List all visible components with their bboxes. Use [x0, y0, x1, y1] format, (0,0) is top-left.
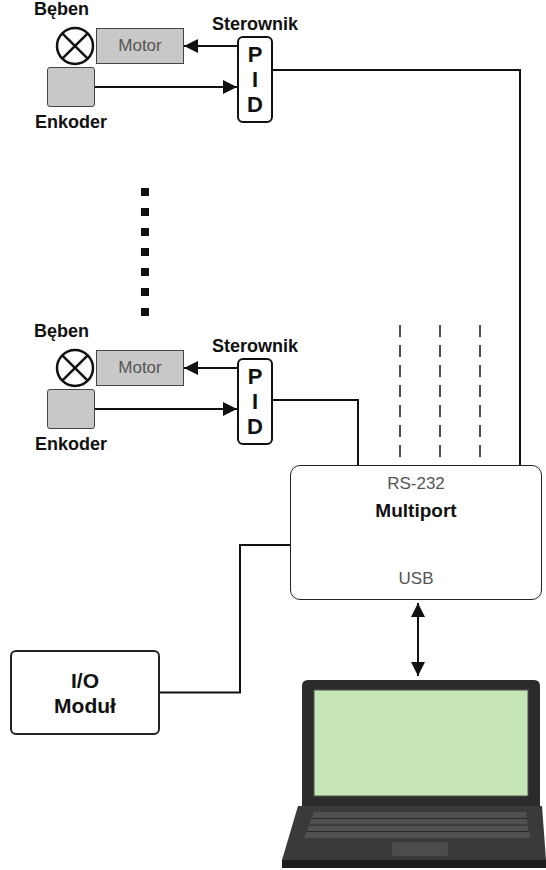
dashed-ports [400, 325, 480, 463]
connector-line [273, 70, 520, 465]
controller-heading: Sterownik [212, 336, 298, 357]
connector-line [184, 367, 237, 369]
encoder-label: Enkoder [35, 434, 107, 455]
drum-outline [55, 348, 95, 388]
connector-line [273, 400, 358, 465]
connector-line [95, 86, 237, 88]
port-label: RS-232 [387, 474, 445, 494]
drum-cross [62, 355, 87, 380]
connector-line [95, 408, 237, 410]
encoder-box: Enkoder [47, 389, 95, 429]
motor-box: Motor [96, 350, 184, 386]
port-label: USB [399, 569, 434, 589]
encoder-label: Enkoder [35, 112, 107, 133]
io-module-label: I/O Moduł [50, 668, 120, 718]
encoder-box: Enkoder [47, 67, 95, 107]
multiport-box: RS-232MultiportUSB [290, 465, 542, 600]
drum-outline [55, 26, 95, 66]
pid-letters: P I D [244, 364, 266, 439]
drum-cross [62, 33, 87, 58]
laptop-illustration [282, 680, 546, 868]
drum-cross [62, 33, 87, 58]
drum-cross [62, 355, 87, 380]
motor-label: Motor [118, 36, 161, 56]
motor-label: Motor [118, 358, 161, 378]
ellipsis-dots [141, 188, 149, 316]
pid-controller: SterownikP I D [237, 358, 273, 445]
pid-letters: P I D [244, 42, 266, 117]
drum-symbol: Bęben [55, 348, 95, 388]
controller-heading: Sterownik [212, 14, 298, 35]
drum-circle [57, 28, 93, 64]
drum-label: Bęben [34, 0, 89, 20]
pid-controller: SterownikP I D [237, 36, 273, 123]
motor-box: Motor [96, 28, 184, 64]
drum-circle [57, 350, 93, 386]
drum-label: Bęben [34, 321, 89, 342]
drum-symbol: Bęben [55, 26, 95, 66]
usb-link-arrow [417, 603, 419, 676]
io-module-box: I/O Moduł [10, 650, 160, 735]
connector-line [184, 45, 237, 47]
connector-line [160, 545, 290, 693]
multiport-title: Multiport [375, 500, 456, 522]
